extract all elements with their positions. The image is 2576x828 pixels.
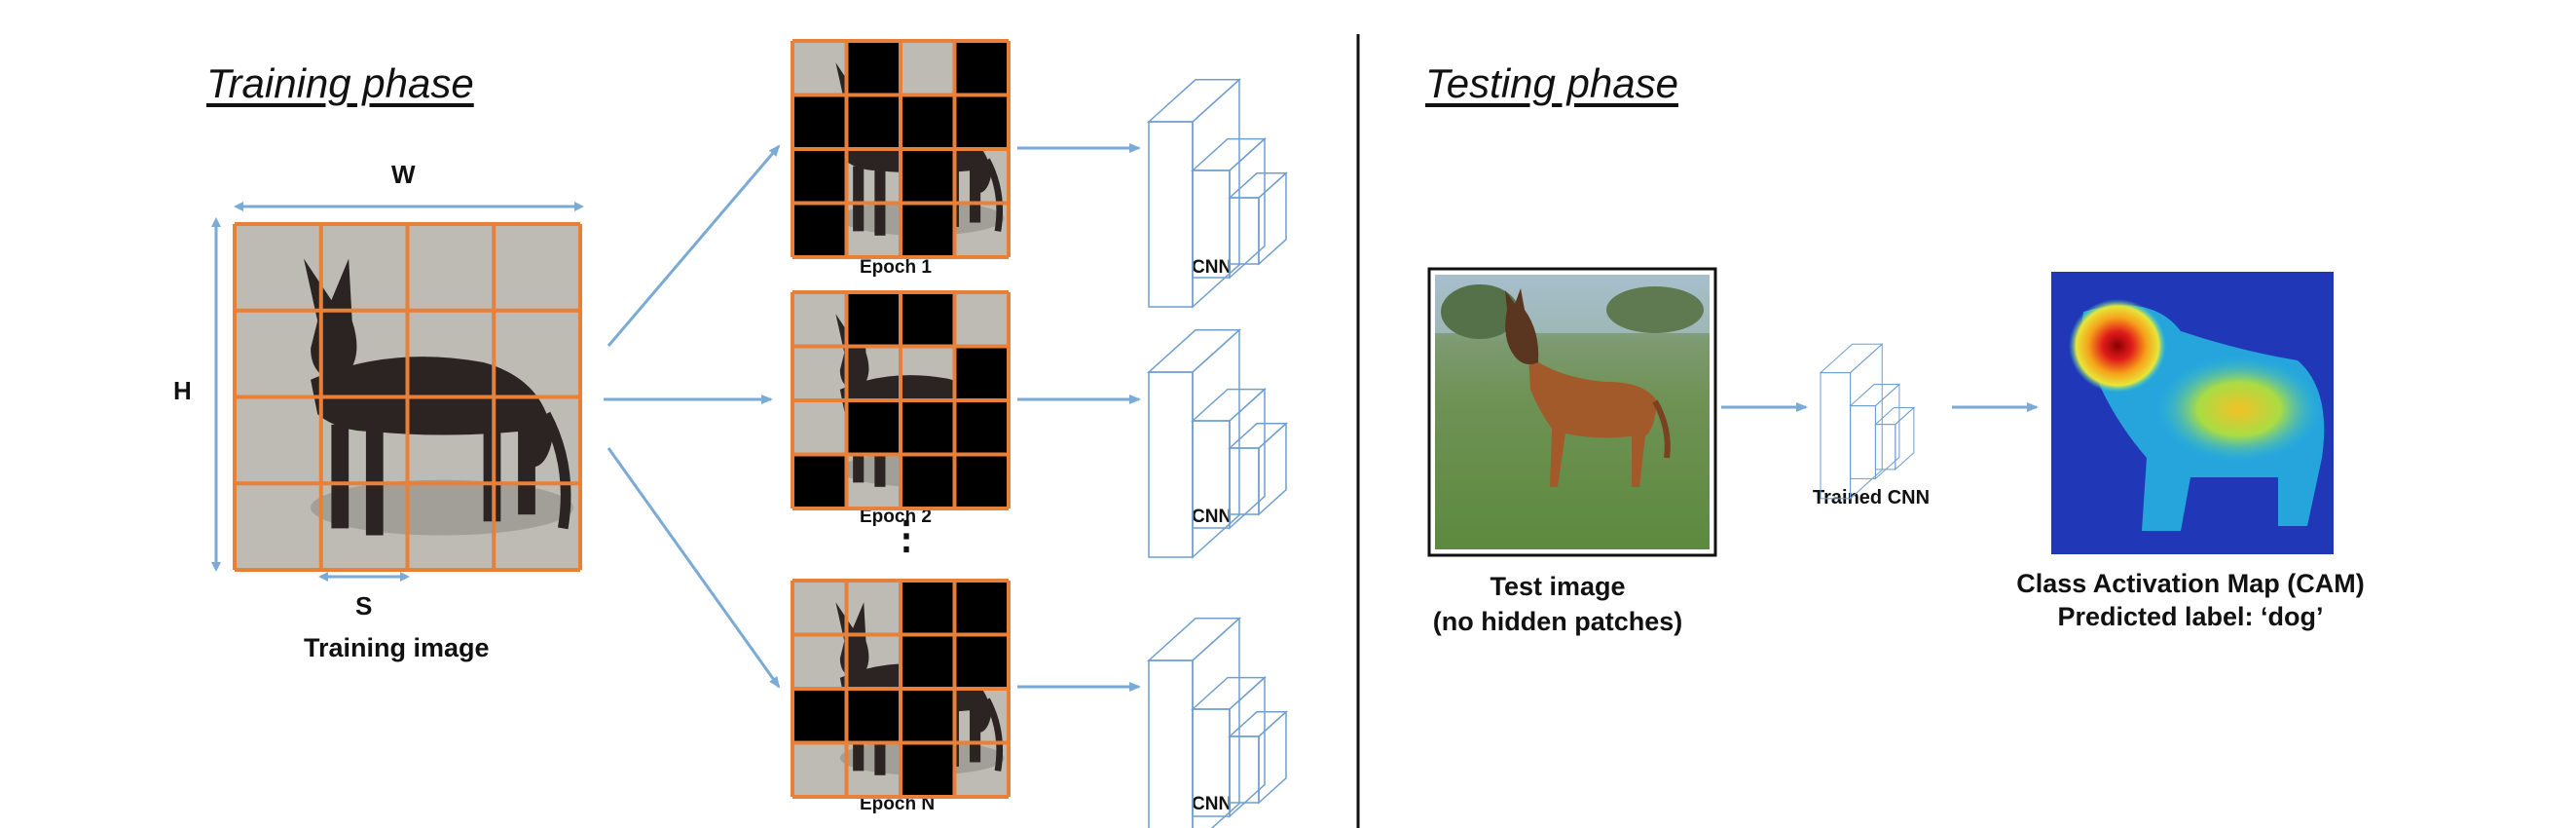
training-phase-title: Training phase — [206, 60, 474, 106]
dimension-arrows — [211, 202, 584, 582]
arrow-to-epoch-n — [607, 447, 781, 689]
test-image — [1427, 267, 1717, 557]
hidden-patch — [901, 634, 955, 689]
hidden-patch — [846, 400, 901, 455]
arrow-to-epoch-1 — [607, 144, 781, 347]
epoch-2-label: Epoch 2 — [860, 507, 932, 527]
cnn-block-icon — [1147, 617, 1288, 828]
test-image-label-line1: Test image — [1490, 572, 1626, 601]
test-image-label: Test image (no hidden patches) — [1382, 569, 1733, 639]
hidden-patch — [792, 149, 847, 204]
hidden-patch — [901, 149, 955, 204]
hidden-patch — [954, 41, 1009, 95]
cam-heatmap — [2051, 272, 2334, 554]
epoch-1-image — [792, 41, 1009, 257]
cnn-label-n: CNN — [1192, 794, 1233, 814]
hidden-patch — [901, 689, 955, 743]
hidden-patch — [954, 346, 1009, 400]
hidden-patch — [901, 400, 955, 455]
test-image-label-line2: (no hidden patches) — [1432, 607, 1683, 636]
hidden-patch — [846, 41, 901, 95]
hidden-patch — [901, 292, 955, 347]
testing-phase-title: Testing phase — [1425, 60, 1678, 106]
hidden-patch — [954, 94, 1009, 149]
epoch-n-grid — [791, 579, 1011, 799]
height-label: H — [173, 376, 192, 405]
trained-cnn-label: Trained CNN — [1813, 487, 1931, 508]
hidden-patch — [901, 94, 955, 149]
hidden-patch — [846, 94, 901, 149]
epoch-n-image — [792, 581, 1009, 797]
epoch-2-image — [792, 292, 1009, 508]
hidden-patch — [901, 581, 955, 635]
cnn-label-1: CNN — [1192, 257, 1233, 278]
hidden-patch — [901, 742, 955, 797]
epoch-1-label: Epoch 1 — [860, 257, 932, 278]
test-dog-photo — [1435, 275, 1710, 549]
epoch-ellipsis: ⋮ — [887, 514, 926, 557]
hidden-patch — [954, 581, 1009, 635]
epoch-1-grid — [791, 39, 1011, 259]
hidden-patch — [792, 689, 847, 743]
epoch-2-grid — [791, 290, 1011, 510]
training-image-grid — [233, 222, 582, 572]
cnn-label-2: CNN — [1192, 507, 1233, 527]
width-label: W — [391, 160, 416, 189]
training-image — [235, 224, 580, 570]
hidden-patch — [954, 454, 1009, 508]
cam-label-line2: Predicted label: ‘dog’ — [2057, 602, 2324, 631]
hidden-patch — [954, 400, 1009, 455]
training-image-label: Training image — [304, 633, 490, 662]
hidden-patch — [792, 94, 847, 149]
hidden-patch — [901, 454, 955, 508]
trained-cnn-block-icon — [1819, 343, 1916, 500]
hidden-patch — [792, 203, 847, 257]
cnn-block-icon — [1147, 328, 1288, 559]
patch-size-label: S — [355, 591, 373, 621]
epoch-n-label: Epoch N — [860, 794, 936, 814]
cnn-block-icon — [1147, 78, 1288, 309]
cam-label: Class Activation Map (CAM) Predicted lab… — [1986, 567, 2395, 633]
hidden-patch — [846, 292, 901, 347]
hidden-patch — [901, 203, 955, 257]
cam-label-line1: Class Activation Map (CAM) — [2016, 569, 2365, 598]
hidden-patch — [792, 454, 847, 508]
hidden-patch — [846, 689, 901, 743]
hidden-patch — [954, 634, 1009, 689]
